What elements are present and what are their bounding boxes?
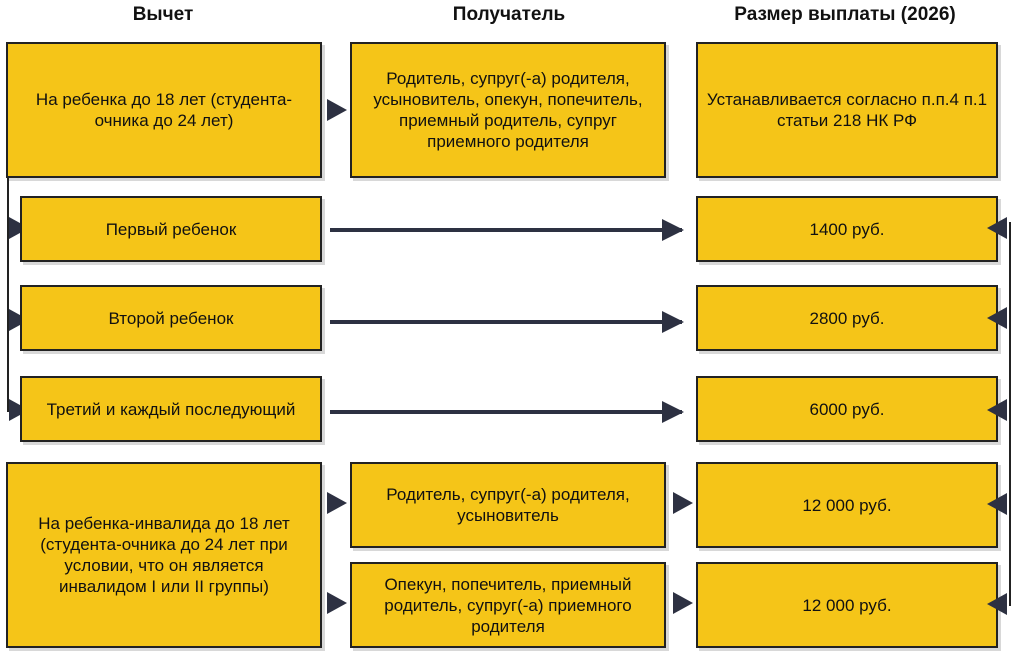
arrow-triangle-icon [327, 592, 347, 614]
arrow-triangle-left-icon [987, 593, 1007, 615]
amount-box-third: 6000 руб. [696, 376, 998, 442]
child-box-first: Первый ребенок [20, 196, 322, 262]
arrow-triangle-icon [673, 492, 693, 514]
long-arrow-icon [330, 219, 684, 241]
deduction-box-disabled-child: На ребенка-инвалида до 18 лет (студента-… [6, 462, 322, 648]
recipient-box-guardian: Опекун, попечитель, приемный родитель, с… [350, 562, 666, 648]
amount-box-first: 1400 руб. [696, 196, 998, 262]
long-arrow-icon [330, 401, 684, 423]
arrow-triangle-left-icon [987, 217, 1007, 239]
recipient-box-child: Родитель, супруг(-а) родителя, усыновите… [350, 42, 666, 178]
child-box-second: Второй ребенок [20, 285, 322, 351]
amount-box-parent: 12 000 руб. [696, 462, 998, 548]
amount-box-guardian: 12 000 руб. [696, 562, 998, 648]
child-box-third: Третий и каждый последующий [20, 376, 322, 442]
arrow-triangle-left-icon [987, 307, 1007, 329]
recipient-box-parent: Родитель, супруг(-а) родителя, усыновите… [350, 462, 666, 548]
arrow-triangle-icon [327, 492, 347, 514]
deduction-box-child: На ребенка до 18 лет (студента-очника до… [6, 42, 322, 178]
amount-box-second: 2800 руб. [696, 285, 998, 351]
amount-box-child: Устанавливается согласно п.п.4 п.1 стать… [696, 42, 998, 178]
arrow-triangle-left-icon [987, 493, 1007, 515]
arrow-triangle-icon [327, 99, 347, 121]
right-connector-line [1009, 222, 1011, 606]
header-deduction: Вычет [132, 4, 194, 25]
header-recipient: Получатель [452, 4, 566, 25]
arrow-triangle-icon [673, 592, 693, 614]
long-arrow-icon [330, 311, 684, 333]
header-amount: Размер выплаты (2026) [734, 4, 956, 25]
arrow-triangle-left-icon [987, 399, 1007, 421]
left-connector-line [7, 176, 9, 412]
